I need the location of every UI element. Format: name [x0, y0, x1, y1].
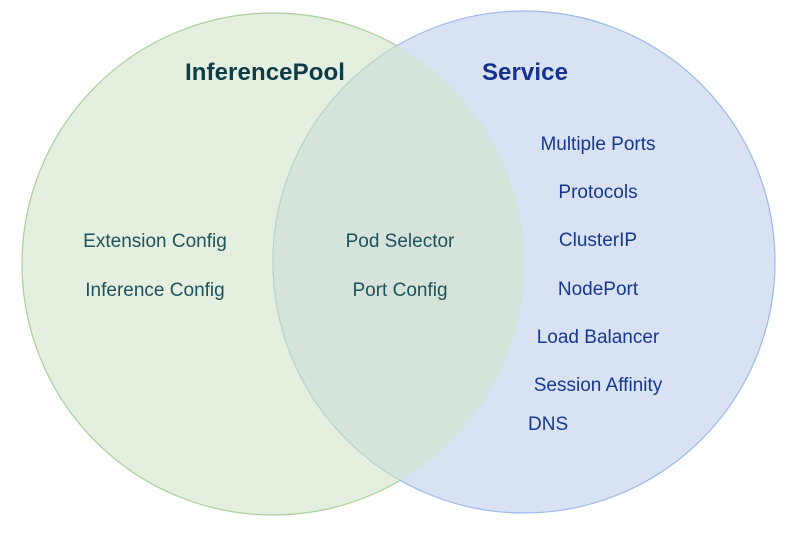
intersection-item-port-config: Port Config [352, 280, 448, 301]
right-item-session-affinity: Session Affinity [533, 375, 663, 396]
right-set-title: Service [481, 59, 569, 86]
left-item-inference-config: Inference Config [85, 280, 225, 301]
intersection-item-pod-selector: Pod Selector [345, 231, 455, 252]
right-item-clusterip: ClusterIP [558, 230, 638, 251]
right-item-protocols: Protocols [558, 182, 638, 203]
right-item-load-balancer: Load Balancer [536, 327, 660, 348]
left-set-title: InferencePool [184, 59, 345, 86]
right-item-multiple-ports: Multiple Ports [540, 134, 656, 155]
right-item-dns: DNS [528, 414, 569, 435]
right-item-nodeport: NodePort [557, 279, 639, 300]
left-item-extension-config: Extension Config [83, 231, 227, 252]
circle-intersection [272, 13, 524, 514]
